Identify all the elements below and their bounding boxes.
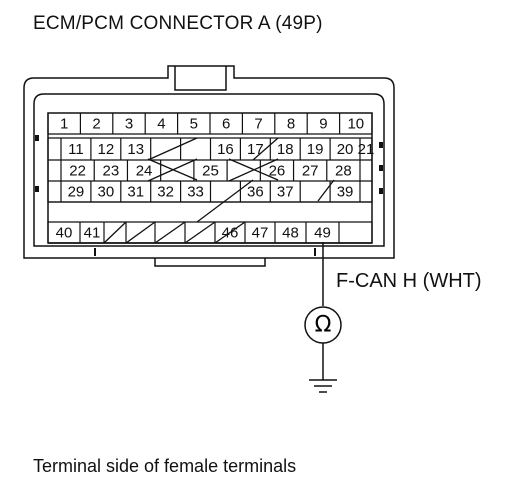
terminal-10: 10 (347, 116, 364, 133)
terminal-6: 6 (222, 116, 230, 133)
bottom-tab (154, 258, 266, 267)
terminal-2: 2 (92, 116, 100, 133)
ohm-symbol: Ω (315, 313, 332, 338)
terminal-25: 25 (202, 163, 219, 180)
terminal-47: 47 (252, 225, 269, 242)
terminal-27: 27 (302, 163, 319, 180)
housing-keys (35, 135, 383, 256)
terminal-17: 17 (247, 141, 264, 158)
terminal-18: 18 (277, 141, 294, 158)
terminal-7: 7 (254, 116, 262, 133)
terminal-31: 31 (127, 184, 144, 201)
terminal-37: 37 (277, 184, 294, 201)
terminal-19: 19 (307, 141, 324, 158)
terminal-3: 3 (125, 116, 133, 133)
terminal-23: 23 (102, 163, 119, 180)
terminal-9: 9 (319, 116, 327, 133)
terminal-48: 48 (282, 225, 299, 242)
terminal-22: 22 (69, 163, 86, 180)
terminal-13: 13 (127, 141, 144, 158)
connector-title: ECM/PCM CONNECTOR A (49P) (33, 13, 323, 34)
blank-slot-hatching (103, 137, 335, 244)
terminal-24: 24 (136, 163, 153, 180)
terminal-49: 49 (314, 225, 331, 242)
top-latch (174, 66, 227, 91)
view-caption: Terminal side of female terminals (33, 456, 297, 476)
terminal-26: 26 (269, 163, 286, 180)
terminal-11: 11 (68, 141, 84, 158)
terminal-16: 16 (217, 141, 234, 158)
terminal-12: 12 (98, 141, 115, 158)
terminal-4: 4 (157, 116, 165, 133)
terminal-41: 41 (84, 225, 101, 242)
terminal-40: 40 (56, 225, 73, 242)
probe-wiring (304, 242, 342, 393)
terminal-1: 1 (60, 116, 68, 133)
terminal-33: 33 (187, 184, 204, 201)
terminal-28: 28 (335, 163, 352, 180)
terminal-39: 39 (337, 184, 354, 201)
terminal-21: 21 (358, 141, 375, 158)
connector-housing-inner (33, 93, 385, 247)
terminal-32: 32 (157, 184, 174, 201)
terminal-36: 36 (247, 184, 264, 201)
terminal-20: 20 (337, 141, 354, 158)
connector-housing-outer (23, 65, 395, 259)
signal-label: F-CAN H (WHT) (336, 270, 482, 292)
terminal-29: 29 (68, 184, 85, 201)
terminal-5: 5 (190, 116, 198, 133)
terminal-8: 8 (287, 116, 295, 133)
terminal-30: 30 (98, 184, 115, 201)
